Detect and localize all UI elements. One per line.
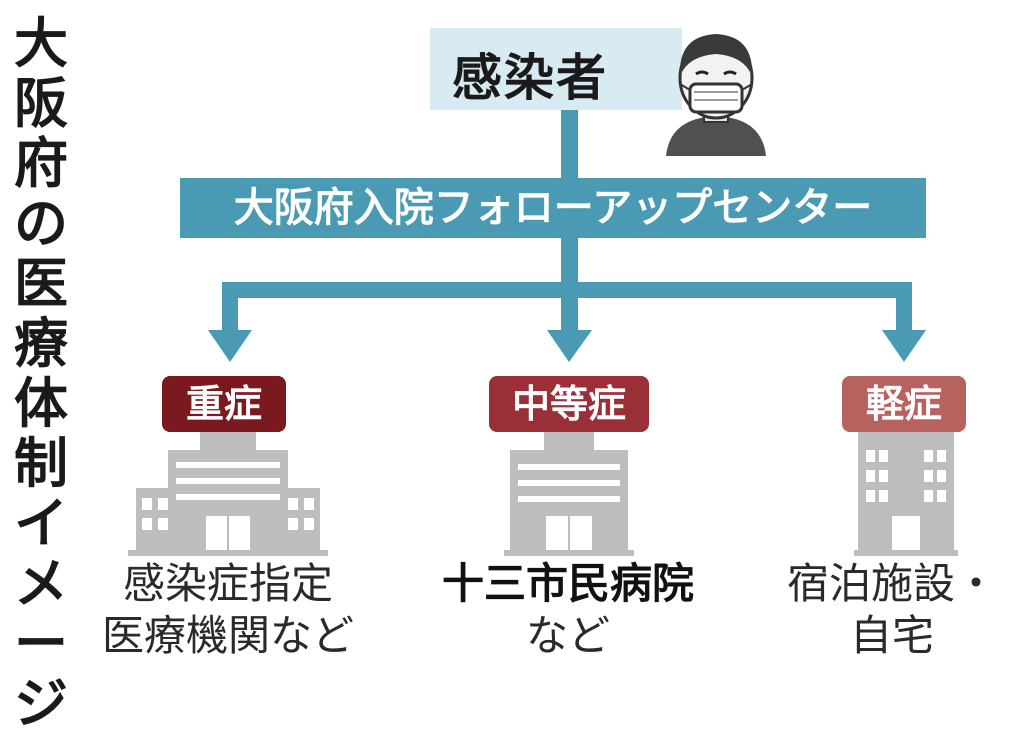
hospital-building-icon — [504, 432, 634, 556]
tag-moderate: 中等症 — [489, 376, 649, 432]
vertical-title: 大 阪 府 の 医 療 体 制 イ メ ー ジ — [0, 14, 82, 734]
arrow-down-icon — [882, 330, 926, 362]
arrow-down-icon — [208, 330, 252, 362]
label-moderate: 十三市民病院 など — [410, 558, 726, 662]
followup-center-label: 大阪府入院フォローアップセンター — [233, 185, 873, 231]
hospital-building-icon — [128, 432, 328, 556]
label-severe: 感染症指定 医療機関など — [70, 558, 386, 662]
label-line: 医療機関など — [101, 611, 354, 660]
title-char: 制 — [14, 432, 68, 495]
label-line: 自宅 — [849, 611, 934, 660]
label-line: など — [525, 611, 610, 660]
tag-severe: 重症 — [162, 376, 286, 432]
arrow-down-icon — [547, 330, 592, 362]
title-char: 体 — [14, 372, 68, 435]
label-mild: 宿泊施設・ 自宅 — [760, 558, 1024, 662]
title-char: 府 — [14, 132, 68, 195]
infected-box — [430, 28, 682, 110]
tag-mild: 軽症 — [842, 376, 966, 432]
masked-person-icon — [666, 34, 766, 156]
title-char: メ — [14, 552, 68, 615]
connector-top — [561, 108, 578, 180]
label-line: 十三市民病院 — [441, 559, 694, 608]
infected-label: 感染者 — [452, 49, 608, 107]
title-char: の — [14, 192, 68, 255]
hotel-building-icon — [854, 432, 958, 556]
title-char: 阪 — [14, 72, 68, 135]
title-char: 医 — [14, 252, 68, 315]
connector-right — [896, 282, 912, 334]
connector-middle — [561, 236, 578, 288]
label-line: 宿泊施設・ — [786, 559, 997, 608]
title-char: ジ — [14, 672, 68, 735]
connector-lines — [208, 108, 926, 362]
title-char: 療 — [14, 312, 68, 375]
label-line: 感染症指定 — [122, 559, 333, 608]
connector-center — [561, 282, 578, 334]
title-char: ー — [14, 612, 68, 675]
followup-center-box — [180, 178, 926, 238]
connector-left — [222, 282, 238, 334]
title-char: イ — [14, 492, 68, 555]
title-char: 大 — [14, 12, 68, 75]
